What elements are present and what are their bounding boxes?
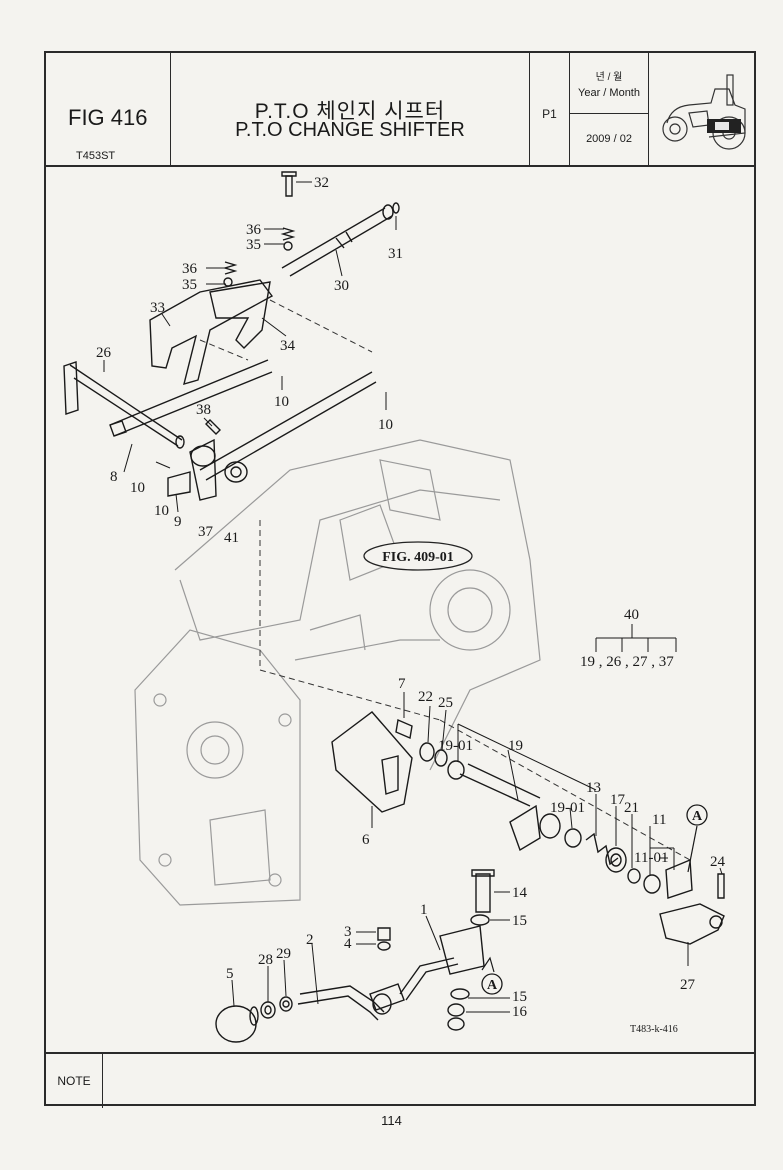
callout-35-b: 35 [182, 277, 197, 293]
callout-10-c: 10 [130, 480, 145, 496]
date-cell: 년 / 월 Year / Month 2009 / 02 [570, 53, 649, 165]
tractor-logo-cell [649, 53, 754, 165]
callout-11: 11 [652, 812, 666, 828]
callout-38: 38 [196, 402, 211, 418]
callout-8: 8 [110, 469, 118, 485]
callout-11-01: 11-01 [634, 850, 668, 866]
page-number: 114 [381, 1113, 402, 1128]
callout-37: 37 [198, 524, 214, 540]
svg-text:A: A [692, 809, 703, 824]
callout-2: 2 [306, 932, 314, 948]
drawing-code: T483-k-416 [630, 1024, 678, 1035]
callout-16: 16 [512, 1004, 528, 1020]
callout-29: 29 [276, 946, 291, 962]
leader-lines [103, 181, 723, 1013]
callout-4: 4 [344, 936, 352, 952]
callout-14: 14 [512, 885, 528, 901]
page-code: P1 [542, 107, 557, 121]
callout-10-b: 10 [378, 417, 393, 433]
callout-13: 13 [586, 780, 601, 796]
callout-labels: 32 36 35 31 36 35 30 33 34 26 10 38 10 8… [96, 175, 726, 1035]
callout-30: 30 [334, 278, 349, 294]
note-row: NOTE [46, 1052, 754, 1108]
kit-label-40: 40 [624, 607, 639, 623]
title-cell: P.T.O 체인지 시프터 P.T.O CHANGE SHIFTER [171, 53, 530, 165]
callout-19-01-a: 19-01 [438, 738, 473, 754]
upper-shift-assembly [63, 171, 400, 501]
callout-19: 19 [508, 738, 523, 754]
model-code: T453ST [76, 150, 116, 162]
callout-3: 3 [344, 924, 352, 940]
detail-marker-a: A A [481, 804, 708, 995]
callout-21: 21 [624, 800, 639, 816]
callout-35: 35 [246, 237, 261, 253]
header-block: FIG 416 T453ST P.T.O 체인지 시프터 P.T.O CHANG… [46, 53, 754, 167]
callout-41: 41 [224, 530, 239, 546]
callout-19-01-b: 19-01 [550, 800, 585, 816]
callout-27: 27 [680, 977, 696, 993]
reference-fig-label: FIG. 409-01 [382, 550, 454, 565]
callout-15-b: 15 [512, 989, 527, 1005]
callout-17: 17 [610, 792, 626, 808]
date-divider [570, 113, 648, 114]
detail-marker-a-lower: A [487, 978, 498, 993]
reference-stamp: FIG. 409-01 [363, 541, 473, 571]
kit-contents: 19 , 26 , 27 , 37 [580, 654, 674, 670]
transmission-housing [134, 439, 541, 906]
assembly-lines [199, 299, 691, 861]
callout-25: 25 [438, 695, 453, 711]
callout-10-a: 10 [274, 394, 289, 410]
fig-number: FIG 416 [68, 105, 148, 130]
callout-15: 15 [512, 913, 527, 929]
callout-26: 26 [96, 345, 112, 361]
title-korean: P.T.O 체인지 시프터 [254, 100, 446, 123]
callout-31: 31 [388, 246, 403, 262]
callout-32: 32 [314, 175, 329, 191]
callout-28: 28 [258, 952, 273, 968]
callout-10-d: 10 [154, 503, 169, 519]
callout-33: 33 [150, 300, 165, 316]
page-code-cell: P1 [530, 53, 570, 165]
date-value: 2009 / 02 [586, 133, 632, 145]
title-english: P.T.O CHANGE SHIFTER [235, 119, 465, 141]
callout-7: 7 [398, 676, 406, 692]
year-month-korean: 년 / 월 [595, 72, 623, 83]
callout-34: 34 [280, 338, 296, 354]
lower-shift-assembly [215, 711, 725, 1043]
callout-1: 1 [420, 902, 428, 918]
callout-36-b: 36 [182, 261, 198, 277]
callout-24: 24 [710, 854, 726, 870]
callout-6: 6 [362, 832, 370, 848]
year-month-english: Year / Month [578, 87, 640, 99]
callout-5: 5 [226, 966, 234, 982]
tractor-icon [662, 74, 746, 150]
fig-cell: FIG 416 T453ST [46, 53, 171, 165]
callout-36: 36 [246, 222, 262, 238]
callout-9: 9 [174, 514, 182, 530]
note-label: NOTE [46, 1054, 103, 1108]
parts-sheet: FIG 416 T453ST P.T.O 체인지 시프터 P.T.O CHANG… [44, 51, 756, 1108]
callout-22: 22 [418, 689, 433, 705]
